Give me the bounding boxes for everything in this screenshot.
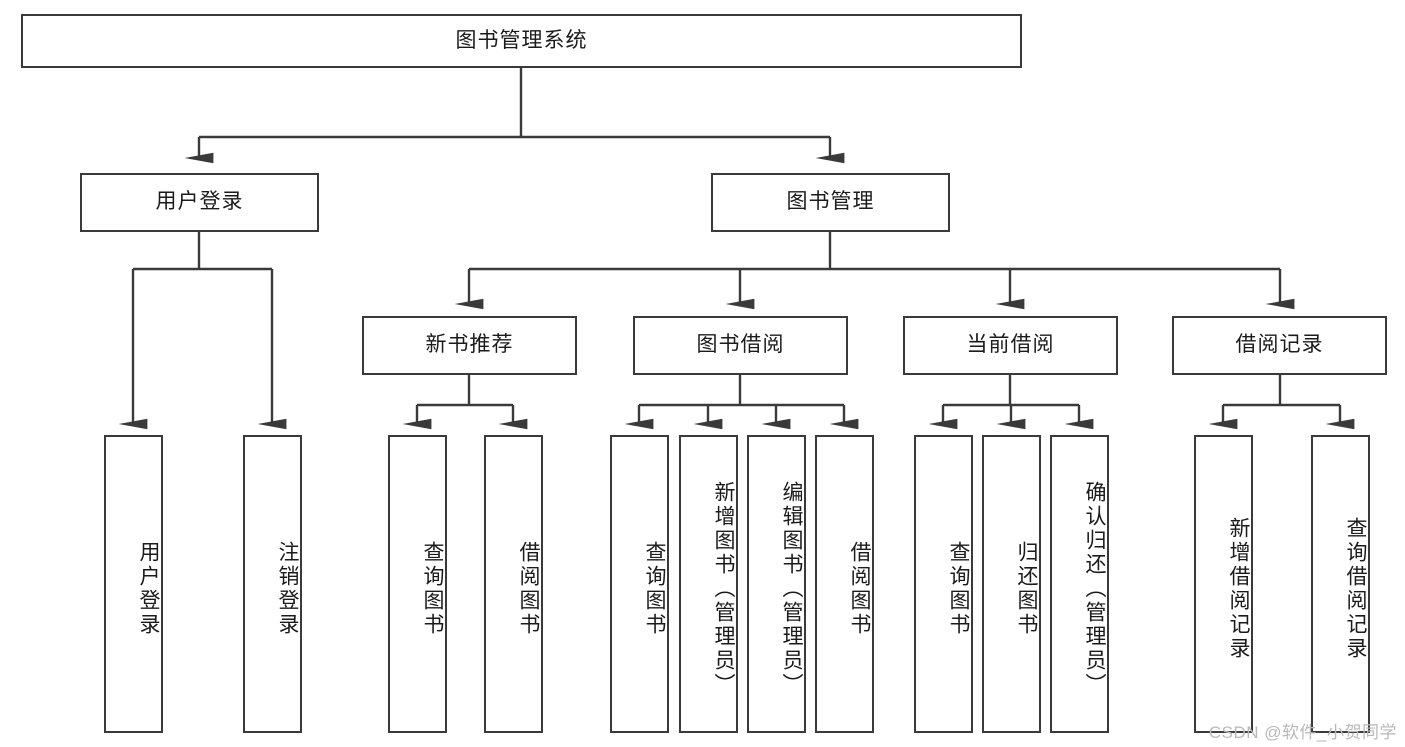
leaf-label: 注销登录 bbox=[276, 541, 299, 637]
node-book-borrow-label: 图书借阅 bbox=[696, 333, 785, 357]
leaf-label: 归还图书 bbox=[1015, 541, 1038, 637]
node-new-book-recommend[interactable]: 新书推荐 bbox=[362, 316, 577, 375]
watermark: CSDN @软件_小贺同学 bbox=[1208, 723, 1397, 742]
leaf-label: 查询图书 bbox=[643, 541, 666, 637]
leaf-label: 借阅图书 bbox=[517, 541, 540, 637]
leaf-borrow-query-book[interactable]: 查询图书 bbox=[610, 435, 669, 733]
leaf-label: 新增图书（管理员） bbox=[712, 481, 735, 697]
leaf-borrow-edit-book[interactable]: 编辑图书（管理员） bbox=[747, 435, 806, 733]
node-user-login-label: 用户登录 bbox=[155, 190, 244, 214]
leaf-user-login-login[interactable]: 用户登录 bbox=[104, 435, 163, 733]
node-root[interactable]: 图书管理系统 bbox=[21, 14, 1022, 68]
node-borrow-records[interactable]: 借阅记录 bbox=[1172, 316, 1387, 375]
leaf-records-query-record[interactable]: 查询借阅记录 bbox=[1311, 435, 1370, 733]
leaf-label: 用户登录 bbox=[137, 541, 160, 637]
node-user-login[interactable]: 用户登录 bbox=[80, 173, 319, 232]
node-book-management[interactable]: 图书管理 bbox=[711, 173, 950, 232]
node-borrow-records-label: 借阅记录 bbox=[1235, 333, 1324, 357]
node-root-label: 图书管理系统 bbox=[455, 28, 588, 52]
leaf-new-book-query[interactable]: 查询图书 bbox=[388, 435, 447, 733]
leaf-current-confirm-return[interactable]: 确认归还（管理员） bbox=[1050, 435, 1109, 733]
leaf-current-query-book[interactable]: 查询图书 bbox=[914, 435, 973, 733]
node-current-borrow-label: 当前借阅 bbox=[966, 333, 1055, 357]
leaf-label: 确认归还（管理员） bbox=[1083, 481, 1106, 697]
leaf-label: 编辑图书（管理员） bbox=[780, 481, 803, 697]
node-book-borrow[interactable]: 图书借阅 bbox=[633, 316, 848, 375]
leaf-label: 查询图书 bbox=[947, 541, 970, 637]
leaf-label: 查询借阅记录 bbox=[1344, 517, 1367, 661]
leaf-borrow-add-book[interactable]: 新增图书（管理员） bbox=[679, 435, 738, 733]
node-current-borrow[interactable]: 当前借阅 bbox=[903, 316, 1118, 375]
leaf-user-login-logout[interactable]: 注销登录 bbox=[243, 435, 302, 733]
leaf-label: 借阅图书 bbox=[848, 541, 871, 637]
leaf-label: 新增借阅记录 bbox=[1227, 517, 1250, 661]
leaf-new-book-borrow[interactable]: 借阅图书 bbox=[484, 435, 543, 733]
leaf-label: 查询图书 bbox=[421, 541, 444, 637]
leaf-current-return-book[interactable]: 归还图书 bbox=[982, 435, 1041, 733]
leaf-borrow-borrow-book[interactable]: 借阅图书 bbox=[815, 435, 874, 733]
node-book-management-label: 图书管理 bbox=[786, 190, 875, 214]
node-new-book-recommend-label: 新书推荐 bbox=[425, 333, 514, 357]
leaf-records-add-record[interactable]: 新增借阅记录 bbox=[1194, 435, 1253, 733]
